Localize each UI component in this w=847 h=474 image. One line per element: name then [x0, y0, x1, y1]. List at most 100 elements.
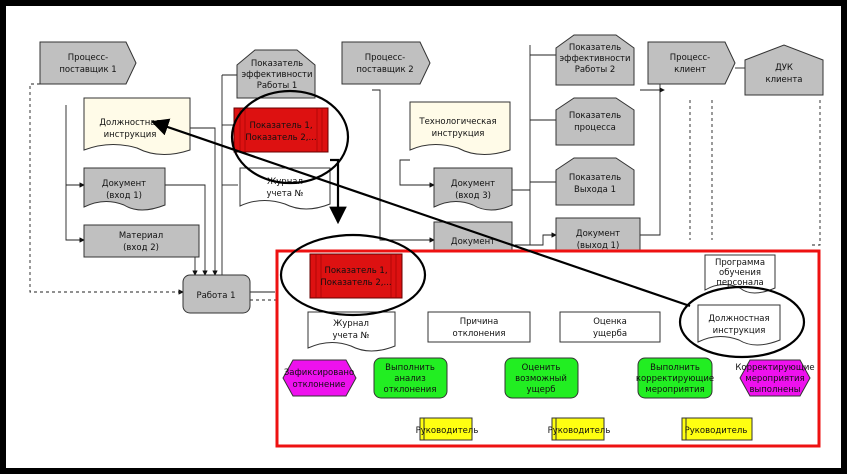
label-line: клиент	[674, 65, 706, 75]
label-line: (вход 3)	[455, 191, 491, 201]
label-line: Процесс-	[365, 53, 405, 63]
doc-input-3[interactable]: Документ (вход 3)	[433, 167, 513, 211]
label-line: поставщик 1	[59, 65, 116, 75]
label-line: Выхода 1	[574, 185, 616, 195]
label-line: Показатель	[569, 111, 621, 121]
label-line: клиента	[765, 75, 802, 85]
label-line: Показатель 2,...	[245, 133, 316, 143]
role-manager-1[interactable]: Руководитель	[416, 417, 479, 441]
label-line: ущерба	[593, 329, 627, 339]
label-line: Руководитель	[548, 426, 611, 436]
label-line: (вход 1)	[106, 191, 142, 201]
journal-detail[interactable]: Журнал учета №	[307, 311, 396, 352]
label-line: инструкция	[713, 326, 766, 336]
label-line: (выход 1)	[577, 241, 620, 251]
func-analyze[interactable]: Выполнить анализ отклонения	[373, 357, 448, 399]
label-line: Документ	[102, 179, 146, 189]
event-deviation-recorded[interactable]: Зафиксировано отклонение	[282, 359, 357, 397]
label-line: Показатель 2,...	[320, 278, 391, 288]
label-line: Должностная	[708, 314, 769, 324]
highlight-ellipse-job-instruction	[678, 285, 806, 359]
doc-input-1[interactable]: Документ (вход 1)	[83, 167, 166, 211]
label-line: Работы 2	[575, 65, 616, 75]
highlight-ellipse-top	[230, 89, 350, 185]
event-corrective-done[interactable]: Корректирующие мероприятия выполнены	[735, 359, 815, 397]
role-manager-2[interactable]: Руководитель	[548, 417, 611, 441]
client-process[interactable]: Процесс- клиент	[647, 41, 736, 85]
label-line: Выполнить	[650, 363, 700, 373]
label-line: корректирующие	[636, 374, 714, 384]
label-line: отклонение	[292, 380, 345, 390]
label-line: Работы 1	[257, 81, 298, 91]
label-line: анализ	[394, 374, 426, 384]
doc-output-1[interactable]: Документ (выход 1)	[555, 217, 641, 259]
label-line: (вход 2)	[123, 243, 159, 253]
deviation-cause[interactable]: Причина отклонения	[427, 311, 531, 343]
label-line: инструкция	[104, 130, 157, 140]
job-instruction-top[interactable]: Должностная инструкция	[83, 97, 191, 155]
label-line: эффективности	[560, 54, 631, 64]
label-line: эффективности	[242, 70, 313, 80]
label-line: Программа	[715, 258, 765, 268]
label-line: Показатель	[569, 173, 621, 183]
kpi-process[interactable]: Показатель процесса	[555, 97, 635, 146]
kpi-work-1[interactable]: Показатель эффективности Работы 1	[236, 49, 316, 99]
indicators-red-top[interactable]: Показатель 1, Показатель 2,...	[233, 107, 329, 153]
label-line: Оценить	[522, 363, 561, 373]
label-line: Показатель	[569, 43, 621, 53]
func-assess[interactable]: Оценить возможный ущерб	[504, 357, 579, 399]
label-line: Корректирующие	[735, 363, 814, 373]
damage-assessment[interactable]: Оценка ущерба	[559, 311, 661, 343]
arrow-icon	[150, 118, 691, 308]
label-line: Материал	[119, 231, 163, 241]
label-line: процесса	[574, 123, 616, 133]
label-line: обучения	[719, 268, 761, 278]
label-line: Процесс-	[670, 53, 710, 63]
label-line: Документ	[451, 179, 495, 189]
work-1[interactable]: Работа 1	[182, 274, 251, 314]
label-line: Показатель	[251, 59, 303, 69]
kpi-output-1[interactable]: Показатель Выхода 1	[555, 157, 635, 206]
label-line: Выполнить	[385, 363, 435, 373]
role-manager-3[interactable]: Руководитель	[681, 417, 753, 441]
job-instruction-detail[interactable]: Должностная инструкция	[697, 304, 781, 346]
label-line: выполнены	[750, 385, 801, 395]
label-line: Журнал	[333, 319, 369, 329]
label-line: возможный	[515, 374, 567, 384]
label-line: мероприятия	[645, 385, 704, 395]
label-line: Показатель 1,	[324, 266, 387, 276]
label-line: Оценка	[593, 317, 627, 327]
label-line: инструкция	[432, 129, 485, 139]
label-line: Документ	[576, 229, 620, 239]
label-line: отклонения	[453, 329, 506, 339]
label-line: Работа 1	[196, 291, 235, 301]
label-line: Должностная	[99, 118, 160, 128]
label-line: Технологическая	[418, 117, 496, 127]
label-line: Показатель 1,	[249, 121, 312, 131]
label-line: Документ	[451, 237, 495, 247]
label-line: Причина	[460, 317, 499, 327]
label-line: учета №	[333, 331, 370, 341]
kpi-work-2[interactable]: Показатель эффективности Работы 2	[555, 34, 635, 86]
material-input-2[interactable]: Материал (вход 2)	[83, 224, 200, 258]
label-line: Руководитель	[685, 426, 748, 436]
label-line: ущерб	[527, 385, 556, 395]
label-line: Процесс-	[68, 53, 108, 63]
label-line: отклонения	[384, 385, 437, 395]
label-line: персонала	[716, 278, 763, 288]
label-line: Зафиксировано	[284, 368, 354, 378]
func-corrective[interactable]: Выполнить корректирующие мероприятия	[636, 357, 714, 399]
label-line: ДУК	[775, 63, 793, 73]
duk-client[interactable]: ДУК клиента	[744, 44, 824, 96]
label-line: мероприятия	[745, 374, 804, 384]
label-line: Руководитель	[416, 426, 479, 436]
supplier-process-1[interactable]: Процесс- поставщик 1	[39, 41, 137, 85]
supplier-process-2[interactable]: Процесс- поставщик 2	[341, 41, 431, 85]
indicators-red-detail[interactable]: Показатель 1, Показатель 2,...	[309, 253, 403, 299]
label-line: учета №	[267, 189, 304, 199]
tech-instruction[interactable]: Технологическая инструкция	[409, 101, 511, 155]
highlight-ellipse-detail-indicators	[279, 233, 427, 317]
label-line: поставщик 2	[356, 65, 413, 75]
